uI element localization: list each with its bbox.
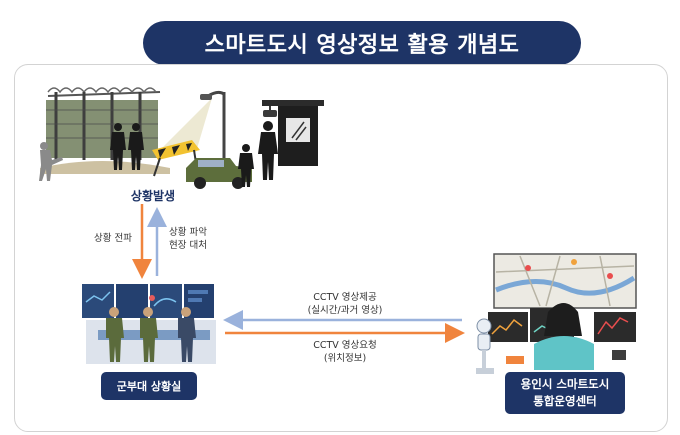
cctv-request-line-2: (위치정보) — [323, 353, 367, 364]
cctv-camera-icon — [263, 106, 277, 117]
cctv-provide-label: CCTV 영상제공 (실시간/과거 영상) — [290, 291, 400, 317]
cctv-request-line-1: CCTV 영상요청 — [313, 340, 377, 351]
page-title: 스마트도시 영상정보 활용 개념도 — [204, 33, 520, 58]
military-control-room-box: 군부대 상황실 — [101, 372, 197, 400]
field-response-label: 상황 파악 현장 대처 — [162, 226, 214, 252]
military-jeep-icon — [186, 158, 252, 189]
smart-city-center-box: 용인시 스마트도시 통합운영센터 — [505, 372, 625, 414]
guard-soldier-icon — [238, 121, 278, 187]
situation-propagation-label: 상황 전파 — [94, 233, 132, 244]
field-response-line-1: 상황 파악 — [169, 227, 207, 238]
military-control-room-label: 군부대 상황실 — [116, 379, 182, 393]
officer-figures-icon — [106, 307, 196, 362]
field-response-line-2: 현장 대처 — [169, 240, 207, 251]
smart-city-center-line-2: 통합운영센터 — [533, 394, 597, 408]
soldier-silhouette-icon — [110, 123, 144, 170]
guard-post-icon — [262, 100, 324, 166]
title-banner: 스마트도시 영상정보 활용 개념도 — [143, 21, 581, 65]
cctv-request-label: CCTV 영상요청 (위치정보) — [290, 339, 400, 365]
city-map-screen-icon — [493, 253, 637, 309]
cctv-provide-line-2: (실시간/과거 영상) — [307, 305, 383, 316]
situation-label: 상황발생 — [130, 189, 176, 203]
cctv-provide-line-1: CCTV 영상제공 — [313, 292, 377, 303]
intruder-soldier-icon — [39, 142, 63, 181]
smart-city-center-line-1: 용인시 스마트도시 — [520, 377, 610, 391]
operator-icon — [506, 303, 626, 370]
robot-icon — [476, 318, 494, 374]
